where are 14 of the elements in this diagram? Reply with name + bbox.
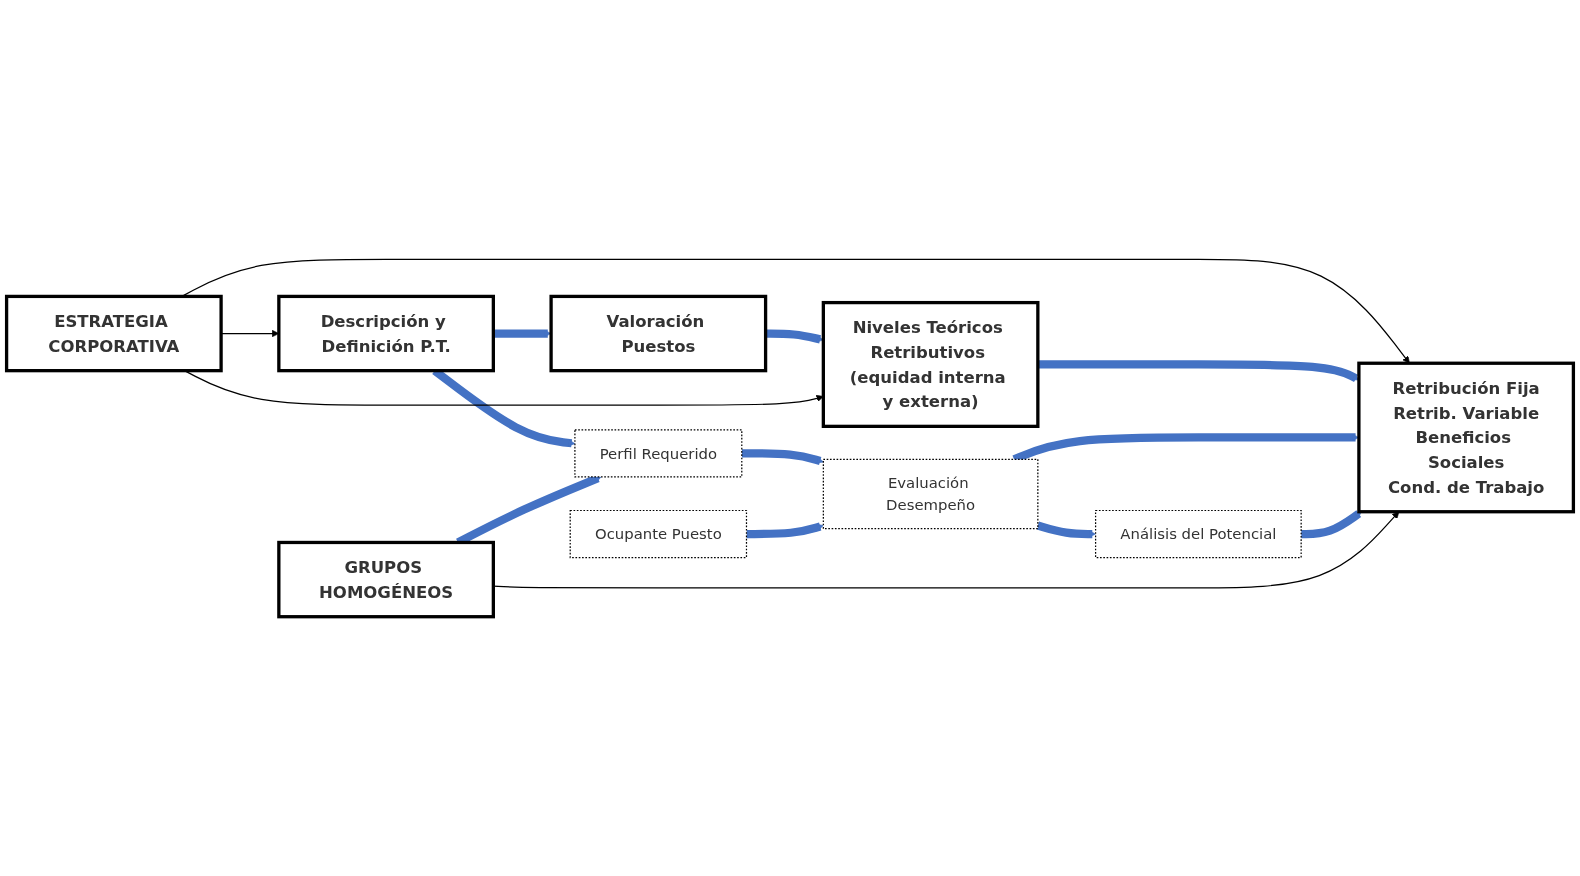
arrow [1301,510,1362,539]
node-box: Evaluación Desempeño [822,458,1039,530]
node-box: Valoración Puestos [549,294,768,373]
node-box: Ocupante Puesto [569,509,748,559]
arrow [746,522,824,539]
node-box: Análisis del Potencial [1095,509,1302,559]
node-box: Retribución Fija Retrib. Variable Beneficios Sociales Cond. de Trabajo [1357,361,1576,514]
arrow [741,449,824,465]
node-box: Perfil Requerido [574,429,743,478]
node-box: GRUPOS HOMOGÉNEOS [277,540,495,619]
node-box: Descripción y Definición P.T. [277,294,495,373]
node-box: Niveles Teóricos Retributivos (equidad interna y externa) [821,300,1040,428]
node-box: ESTRATEGIA CORPORATIVA [4,294,223,373]
arrow [1036,521,1096,539]
